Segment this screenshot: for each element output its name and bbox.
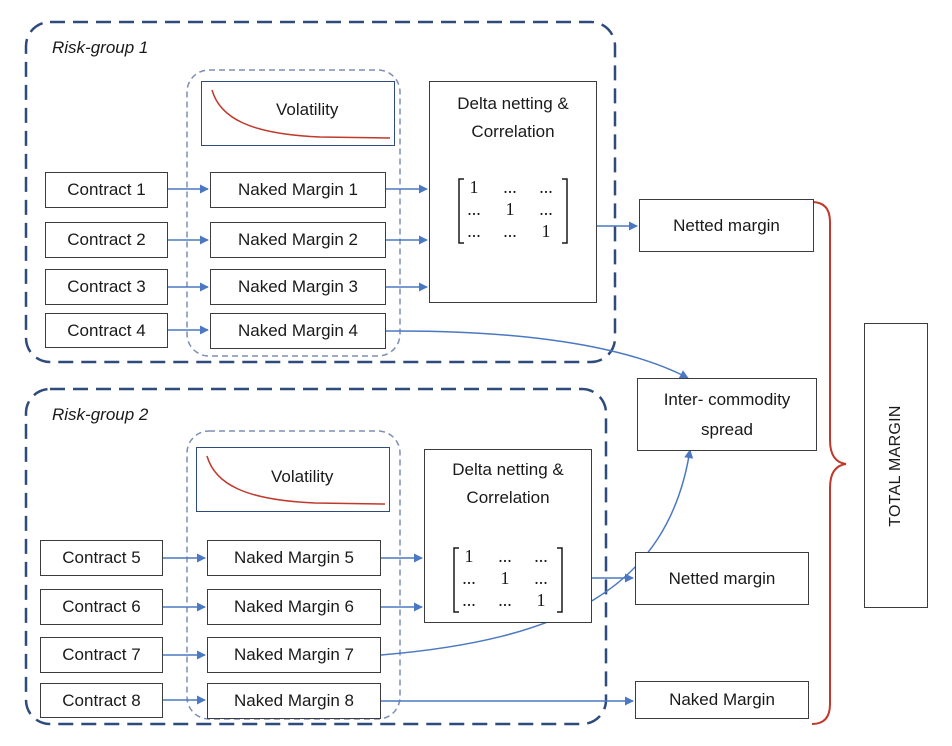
contract-6-box: Contract 6 xyxy=(40,589,163,625)
matrix-2-cell-1-0: ... xyxy=(462,568,476,588)
spread-label-line-1: Inter- commodity xyxy=(663,390,791,409)
naked-margin-5-box: Naked Margin 5 xyxy=(207,540,381,576)
correlation-title-1: Correlation xyxy=(471,122,555,141)
matrix-2-cell-0-2: ... xyxy=(534,546,548,566)
matrix-1-cell-2-0: ... xyxy=(467,221,481,241)
total-margin-box: TOTAL MARGIN xyxy=(864,323,928,608)
contract-4-box: Contract 4 xyxy=(45,313,168,348)
matrix-1-cell-2-2: 1 xyxy=(541,221,551,241)
netted-margin-2-box: Netted margin xyxy=(635,552,809,605)
naked-margin-4-box: Naked Margin 4 xyxy=(210,313,386,349)
arrow-naked4-spread xyxy=(385,330,689,379)
volatility-box-1: Volatility xyxy=(201,81,395,146)
matrix-2-cell-2-2: 1 xyxy=(536,590,546,610)
naked-margin-output-box: Naked Margin xyxy=(635,681,809,719)
matrix-1-cell-1-2: ... xyxy=(539,199,553,219)
correlation-title-2: Correlation xyxy=(466,488,550,507)
arrow-naked7-spread xyxy=(380,449,694,656)
naked-margin-6-box: Naked Margin 6 xyxy=(207,589,381,625)
delta-netting-box-2: Delta netting & Correlation 1 ... ... ..… xyxy=(424,449,592,623)
contract-3-box: Contract 3 xyxy=(45,269,168,305)
volatility-label-1: Volatility xyxy=(276,100,339,119)
matrix-1-cell-1-1: 1 xyxy=(505,199,515,219)
contract-1-box: Contract 1 xyxy=(45,172,168,208)
naked-margin-3-box: Naked Margin 3 xyxy=(210,269,386,305)
matrix-brackets-1 xyxy=(458,178,568,244)
correlation-matrix-1: 1 ... ... ... 1 ... ... ... 1 xyxy=(457,177,569,245)
contract-8-box: Contract 8 xyxy=(40,683,163,718)
risk-group-1-border xyxy=(24,20,617,364)
contract-5-box: Contract 5 xyxy=(40,540,163,576)
delta-netting-title-2: Delta netting & xyxy=(452,460,564,479)
naked-margin-2-box: Naked Margin 2 xyxy=(210,222,386,258)
naked-margin-7-box: Naked Margin 7 xyxy=(207,637,381,673)
volatility-box-2: Volatility xyxy=(196,447,390,512)
delta-netting-title-1: Delta netting & xyxy=(457,94,569,113)
spread-label-line-2: spread xyxy=(701,420,753,439)
matrix-1-cell-0-0: 1 xyxy=(469,177,479,197)
matrix-2-cell-2-0: ... xyxy=(462,590,476,610)
correlation-matrix-2: 1 ... ... ... 1 ... ... ... 1 xyxy=(452,546,564,614)
naked-margin-8-box: Naked Margin 8 xyxy=(207,683,381,719)
inter-commodity-spread-box: Inter- commodity spread xyxy=(637,378,817,451)
matrix-2-cell-1-1: 1 xyxy=(500,568,510,588)
delta-netting-box-1: Delta netting & Correlation 1 ... ... ..… xyxy=(429,81,597,303)
matrix-2-cell-0-0: 1 xyxy=(464,546,474,566)
volatility-label-2: Volatility xyxy=(271,467,334,486)
matrix-1-cell-0-1: ... xyxy=(503,177,517,197)
naked-margin-group-1-border xyxy=(186,69,401,357)
total-margin-label: TOTAL MARGIN xyxy=(887,404,904,527)
contract-2-box: Contract 2 xyxy=(45,222,168,258)
naked-margin-group-2-border xyxy=(186,430,401,720)
naked-margin-1-box: Naked Margin 1 xyxy=(210,172,386,208)
matrix-1-cell-2-1: ... xyxy=(503,221,517,241)
volatility-curve-1 xyxy=(211,89,390,139)
matrix-1-cell-0-2: ... xyxy=(539,177,553,197)
matrix-brackets-2 xyxy=(453,547,563,613)
risk-group-2-title: Risk-group 2 xyxy=(52,405,149,424)
total-margin-brace xyxy=(811,201,847,725)
contract-7-box: Contract 7 xyxy=(40,637,163,673)
risk-group-1-title: Risk-group 1 xyxy=(52,38,149,57)
matrix-2-cell-1-2: ... xyxy=(534,568,548,588)
netted-margin-1-box: Netted margin xyxy=(639,199,814,252)
matrix-1-cell-1-0: ... xyxy=(467,199,481,219)
volatility-curve-2 xyxy=(206,455,385,505)
matrix-2-cell-2-1: ... xyxy=(498,590,512,610)
risk-group-2-border xyxy=(24,387,608,726)
matrix-2-cell-0-1: ... xyxy=(498,546,512,566)
